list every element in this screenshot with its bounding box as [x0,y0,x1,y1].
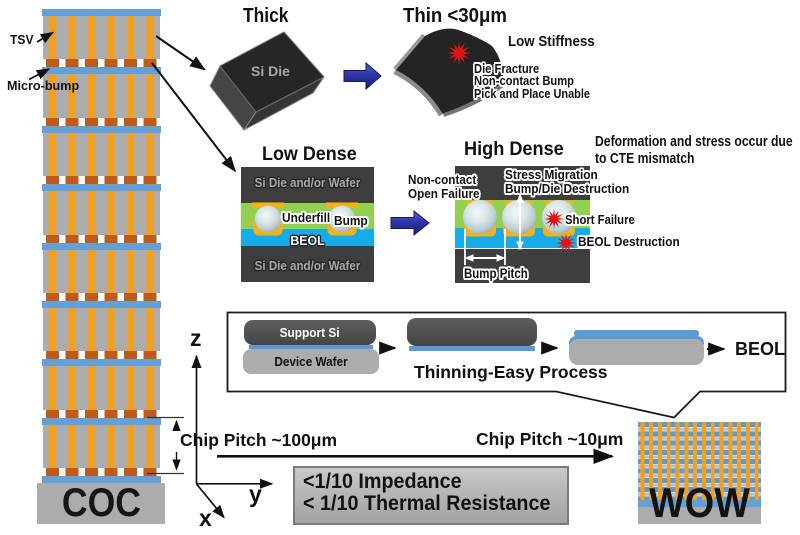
microbump-row [43,409,160,418]
bond-layer-last [42,476,161,484]
beol-destruction-label: BEOL Destruction [578,233,680,249]
high-dense-title: High Dense [464,137,564,160]
die-with-tsv [43,16,160,60]
coc-stack-layer [42,300,161,360]
stage3-device-layer [574,330,699,337]
bump-pitch-label: Bump Pitch [463,266,528,282]
ld-bottom-wafer-band [241,246,374,282]
coc-stack [42,9,161,477]
x-axis-label: x [199,505,212,531]
impedance-text: <1/10 Impedance [303,470,462,493]
wow-stack [638,422,761,500]
device-wafer-label: Device Wafer [274,354,348,369]
microbump-row [43,176,160,185]
low-dense-title: Low Dense [262,142,357,165]
support-si-label: Support Si [279,325,341,340]
short-failure-label: Short Failure [564,212,635,228]
noncontact-bump-label: Non-contact Bump [474,73,575,89]
microbump-row [43,292,160,301]
noncontact-failure-line2: Open Failure [408,185,480,201]
microbump-row [43,234,160,243]
stress-migration-line1: Stress Migration [504,167,598,182]
hd-bottom-wafer-band [455,248,590,283]
wow-label: WOW [649,478,750,526]
coc-pitch-label: Chip Pitch ~100μm [180,430,338,450]
die-with-tsv [43,366,160,410]
bond-layer [42,67,161,75]
wow-bond-layer [638,500,761,507]
noncontact-failure-line1: Non-contact [408,172,477,188]
stage3-carrier-block [569,339,704,365]
ld-top-wafer-band [241,167,374,203]
bond-layer [42,125,161,133]
ld-beol-label: BEOL [290,232,325,248]
microbump-label: Micro-bump [7,78,80,93]
thin-title: Thin <30μm [403,5,507,28]
die-with-tsv [43,74,160,118]
cte-mismatch-line1: Deformation and stress occur due [594,134,793,151]
low-stiffness-label: Low Stiffness [508,33,595,50]
coc-stack-layer [42,242,161,301]
stage2-thinned-wafer [409,346,535,351]
microbump-row [43,117,160,126]
stress-migration-line2: Bump/Die Destruction [504,180,629,196]
coc-stack-layer [42,359,161,418]
coc-stack-layer [42,67,161,126]
stack-to-die-arrow [155,35,206,71]
coc-stack-layer [42,417,161,477]
thinning-process-label: Thinning-Easy Process [414,362,608,382]
die-with-tsv [43,132,160,177]
lowdense-to-highdense-arrow [390,209,430,237]
cte-mismatch-line2: to CTE mismatch [594,151,694,168]
ld-top-wafer-label: Si Die and/or Wafer [254,174,361,190]
stack-to-lowdense-arrow [151,62,236,173]
bond-layer [42,184,161,192]
microbump-row [43,59,160,68]
die-with-tsv [43,191,160,235]
thick-to-thin-arrow [343,61,382,91]
bump-label: Bump [334,214,368,228]
die-fracture-label: Die Fracture [474,61,540,76]
coc-base: COC [37,481,165,526]
coc-label: COC [61,481,141,526]
pick-place-label: Pick and Place Unable [474,85,590,101]
bond-layer [42,359,161,367]
si-die-label: Si Die [251,62,290,79]
stage2-support-block [407,318,537,346]
y-axis-label: y [249,481,262,507]
beol-thinning-label: BEOL [735,338,786,359]
die-with-tsv [43,307,160,352]
ld-bottom-wafer-label: Si Die and/or Wafer [254,258,361,273]
coc-stack-layer [42,184,161,243]
microbump-row [43,468,160,477]
device-wafer-block: Device Wafer [243,349,379,374]
wow-pitch-label: Chip Pitch ~10μm [476,428,624,449]
die-with-tsv [43,249,160,293]
bond-layer [42,9,161,16]
underfill-label: Underfill [281,210,330,225]
microbump-row [43,351,160,360]
coc-stack-layer [42,125,161,185]
z-axis-label: z [190,325,202,351]
tsv-label: TSV [10,31,34,47]
benefits-box: <1/10 Impedance < 1/10 Thermal Resistanc… [293,466,569,525]
bond-layer [42,300,161,308]
die-fracture-starburst [447,41,471,65]
thermal-text: < 1/10 Thermal Resistance [303,492,551,516]
thick-title: Thick [242,5,288,28]
die-with-tsv [43,424,160,469]
si-die-3d [209,31,325,131]
bond-layer [42,417,161,425]
bond-layer [42,242,161,250]
wow-base [638,507,761,524]
support-si-block: Support Si [244,320,376,345]
stage1-bond-line [249,345,373,349]
coc-stack-layer [42,9,161,68]
hd-beol-band [455,228,590,249]
